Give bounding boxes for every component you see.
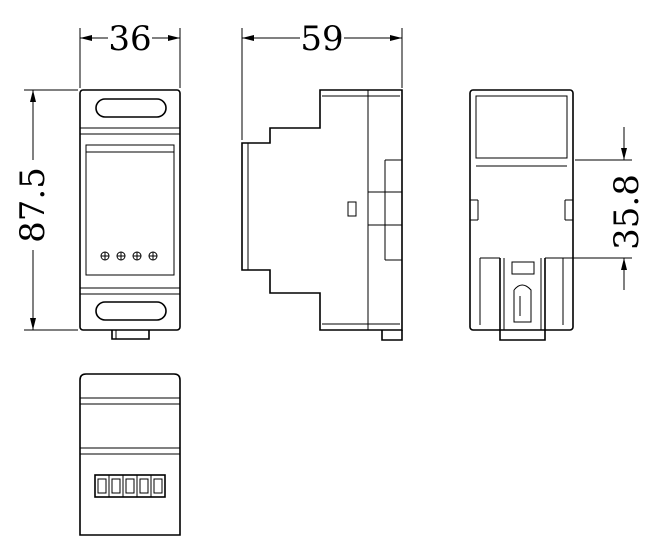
back-view	[469, 89, 574, 341]
bottom-slot	[95, 301, 167, 321]
height-label: 87.5	[13, 167, 53, 243]
front-view	[79, 89, 181, 340]
bottom-view	[79, 373, 181, 536]
depth-label: 59	[300, 19, 343, 59]
terminal-block	[94, 474, 166, 498]
din-clip-back	[499, 258, 546, 341]
rail-label: 35.8	[607, 174, 647, 250]
width-label: 36	[108, 19, 151, 59]
top-slot	[95, 98, 167, 118]
front-panel	[85, 144, 175, 276]
width-dimension: 36	[79, 19, 181, 88]
depth-dimension: 59	[241, 19, 403, 140]
rail-dimension: 35.8	[548, 127, 647, 290]
height-dimension: 87.5	[13, 89, 78, 331]
terminal-screws	[100, 251, 158, 261]
din-clip-front	[111, 330, 150, 340]
din-clip-side	[381, 330, 403, 341]
side-view	[241, 89, 403, 341]
